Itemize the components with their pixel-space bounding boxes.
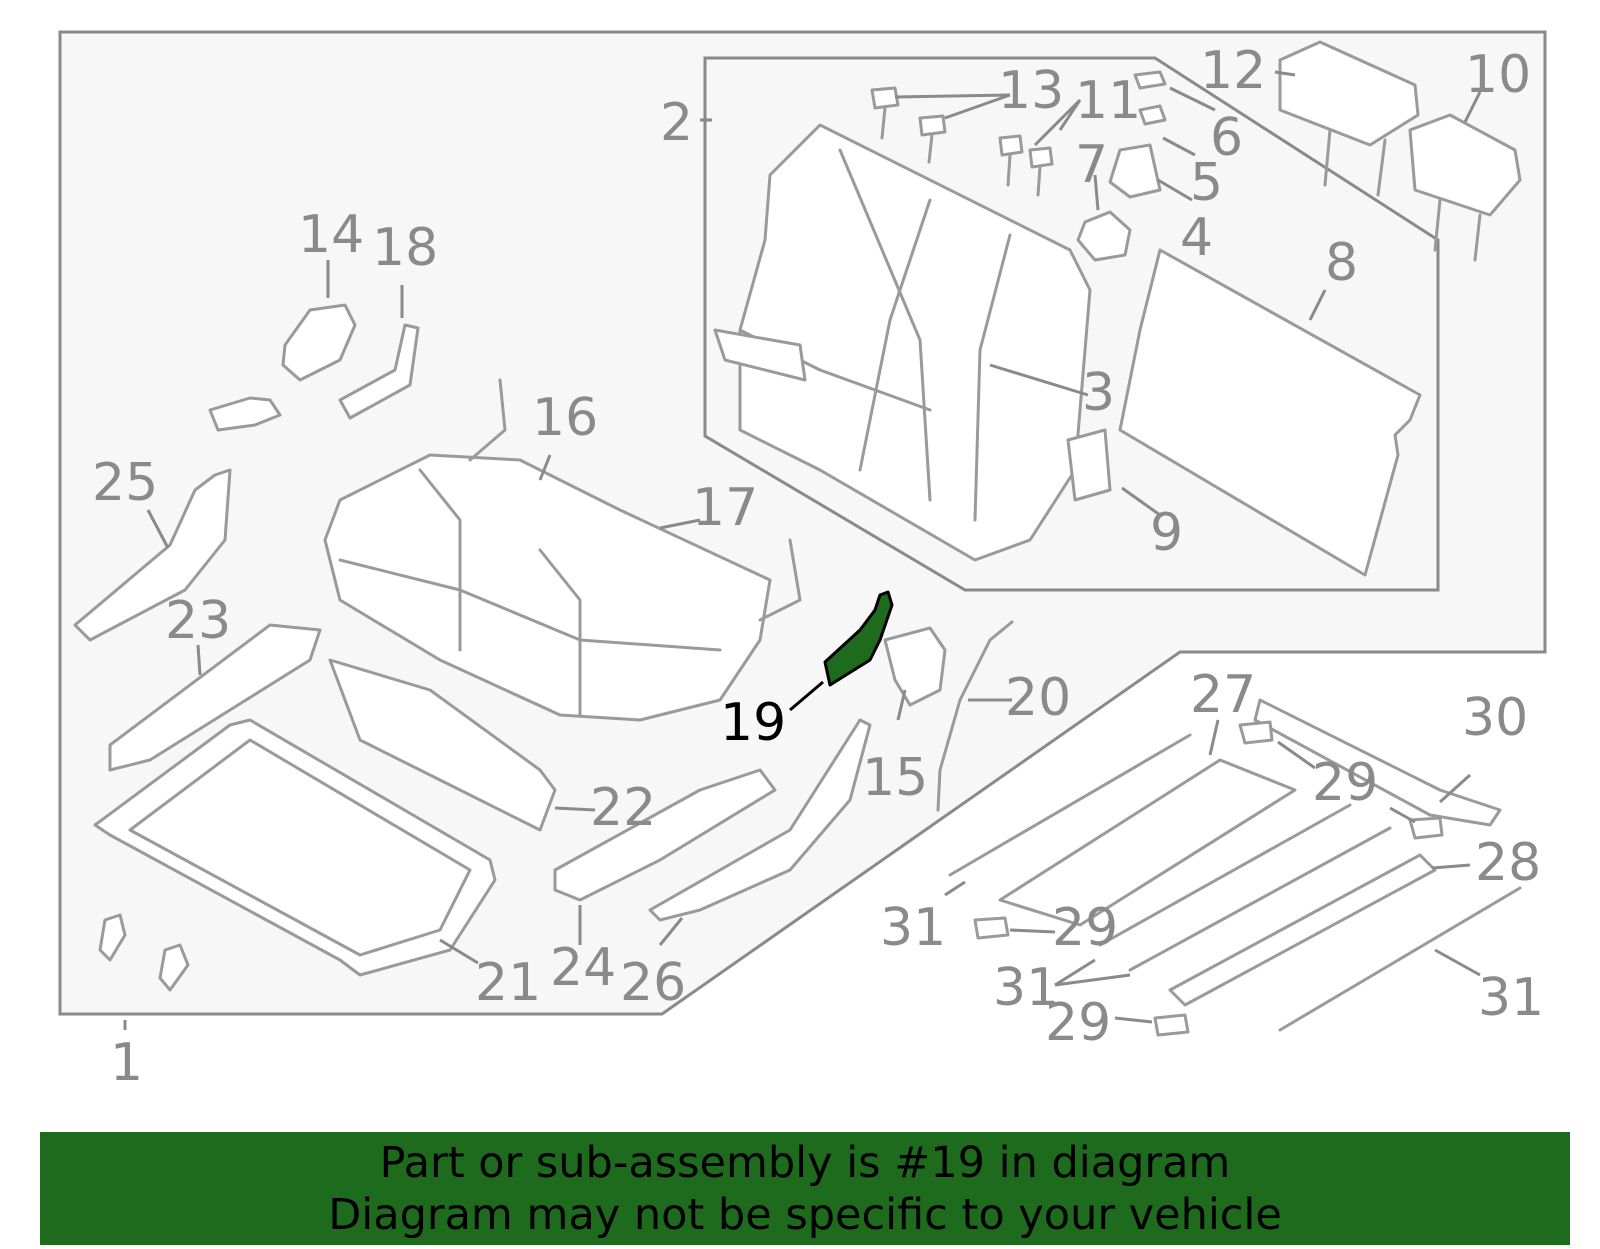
callout-2: 2 xyxy=(660,93,693,153)
callout-3: 3 xyxy=(1082,363,1115,423)
callout-9: 9 xyxy=(1150,503,1183,563)
notice-line-part: Part or sub-assembly is #19 in diagram xyxy=(379,1137,1231,1188)
callout-30: 30 xyxy=(1462,688,1528,748)
callout-16: 16 xyxy=(532,388,598,448)
callout-23: 23 xyxy=(165,591,231,651)
callout-29-c: 29 xyxy=(1045,993,1111,1053)
callout-25: 25 xyxy=(92,453,158,513)
callout-11: 11 xyxy=(1075,71,1141,131)
seat-rails xyxy=(948,698,1522,1037)
highlighted-part-19 xyxy=(823,590,894,687)
callout-labels: 1 2 3 4 5 6 7 8 9 10 11 12 13 14 15 16 1… xyxy=(92,41,1544,1093)
callout-31-b: 31 xyxy=(993,958,1059,1018)
callout-6: 6 xyxy=(1210,108,1243,168)
callout-31-c: 31 xyxy=(1478,968,1544,1028)
callout-19: 19 xyxy=(720,693,786,753)
callout-1: 1 xyxy=(110,1033,143,1093)
callout-7: 7 xyxy=(1075,135,1108,195)
callout-20: 20 xyxy=(1005,668,1071,728)
callout-4: 4 xyxy=(1180,208,1213,268)
callout-12: 12 xyxy=(1200,41,1266,101)
callout-29-a: 29 xyxy=(1312,753,1378,813)
callout-29-b: 29 xyxy=(1052,898,1118,958)
callout-24: 24 xyxy=(550,938,616,998)
callout-15: 15 xyxy=(862,748,928,808)
trim-clips xyxy=(73,303,420,642)
callout-14: 14 xyxy=(298,205,364,265)
seat-back-cushion xyxy=(713,123,1092,562)
callout-22: 22 xyxy=(590,778,656,838)
seat-cushion xyxy=(323,378,802,722)
callout-31-a: 31 xyxy=(880,898,946,958)
callout-5: 5 xyxy=(1190,153,1223,213)
callout-21: 21 xyxy=(475,953,541,1013)
callout-13: 13 xyxy=(998,61,1064,121)
callout-26: 26 xyxy=(620,953,686,1013)
callout-8: 8 xyxy=(1325,233,1358,293)
notice-line-disclaimer: Diagram may not be specific to your vehi… xyxy=(328,1189,1282,1240)
callout-18: 18 xyxy=(372,218,438,278)
callout-10: 10 xyxy=(1465,45,1531,105)
small-fasteners xyxy=(870,70,1167,502)
callout-28: 28 xyxy=(1475,833,1541,893)
seat-brackets xyxy=(108,620,1014,922)
headrests xyxy=(1278,40,1522,262)
leader-lines xyxy=(123,70,1482,1030)
callout-17: 17 xyxy=(692,478,758,538)
notice-banner: Part or sub-assembly is #19 in diagram D… xyxy=(40,1132,1570,1245)
seat-base-frame xyxy=(93,718,497,992)
callout-27: 27 xyxy=(1190,665,1256,725)
back-panel xyxy=(1118,248,1422,577)
